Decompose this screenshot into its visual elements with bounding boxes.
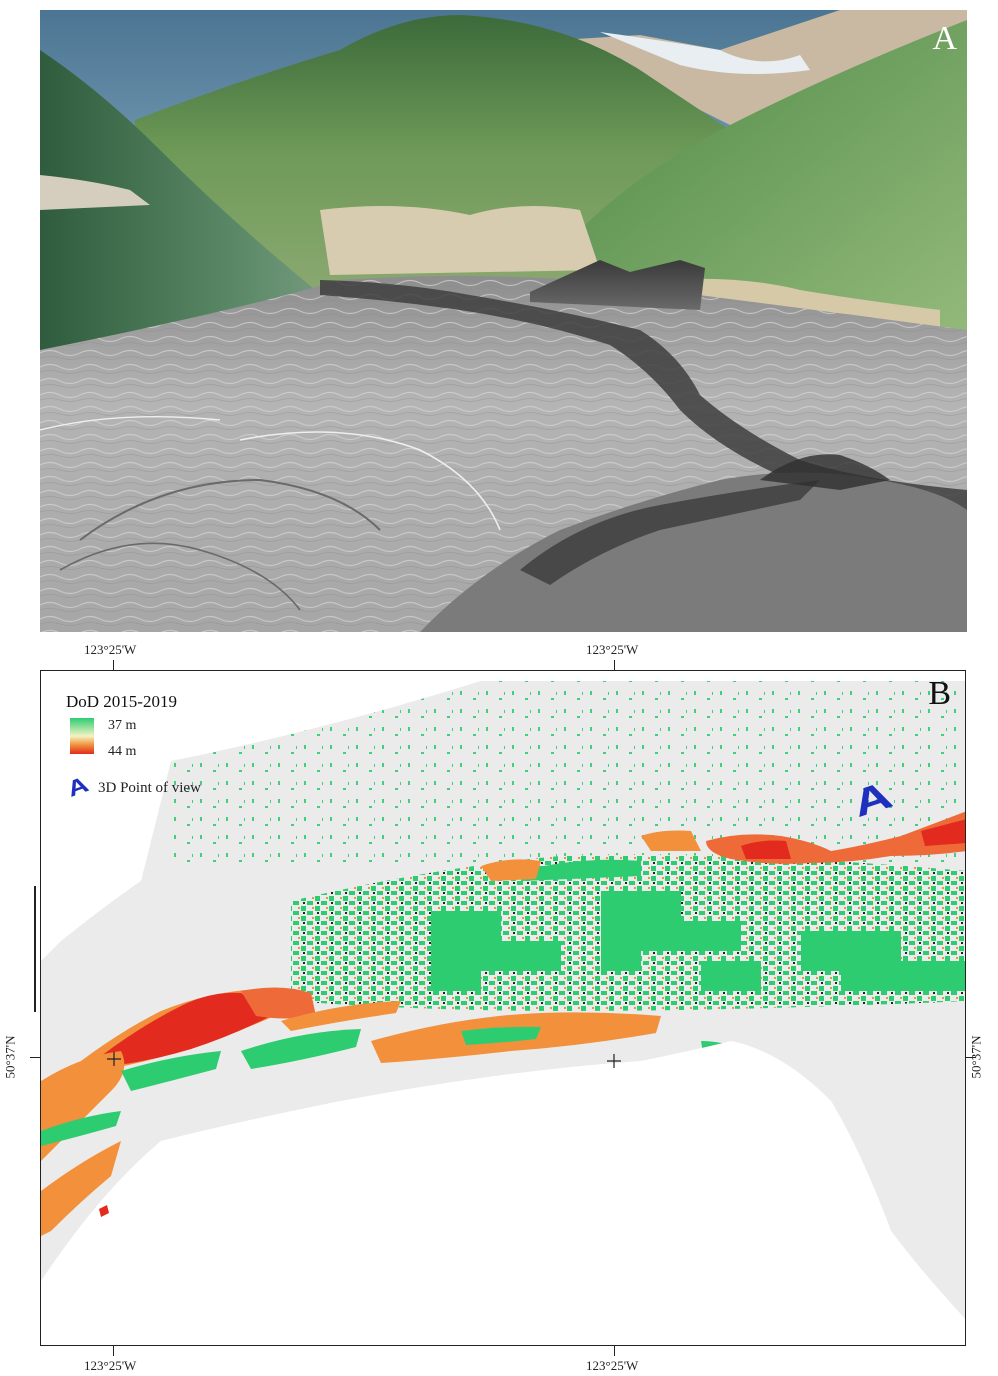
right-lat-tick (966, 1057, 976, 1058)
bottom-coord-left: 123°25'W (84, 1358, 137, 1373)
legend-title: DoD 2015-2019 (66, 692, 177, 711)
left-lat-tick (30, 1057, 40, 1058)
left-lat-label: 50°37'N (2, 1035, 18, 1079)
legend-bottom-value: 44 m (108, 744, 137, 759)
bottom-coord-right: 123°25'W (586, 1358, 639, 1373)
panel-a-label: A (932, 20, 957, 57)
legend-top-value: 37 m (108, 718, 137, 733)
right-lat-label: 50°37'N (968, 1035, 984, 1079)
legend-view-row: A 3D Point of view (64, 771, 296, 802)
top-tick-left (113, 660, 114, 670)
panel-b-label: B (928, 675, 951, 712)
bottom-tick-right (614, 1346, 615, 1356)
dod-raster-map (41, 681, 965, 1345)
top-coord-right: 123°25'W (586, 642, 639, 657)
top-tick-right (614, 660, 615, 670)
legend-color-ramp (70, 718, 94, 754)
legend-view-label: 3D Point of view (98, 780, 201, 796)
panel-a-3d-view: A (40, 10, 967, 632)
panel-b-dod-map: B A (40, 670, 966, 1346)
left-scale-bar (34, 886, 36, 1012)
bottom-tick-left (113, 1346, 114, 1356)
terrain-3d-render (40, 10, 967, 632)
top-coord-left: 123°25'W (84, 642, 137, 657)
